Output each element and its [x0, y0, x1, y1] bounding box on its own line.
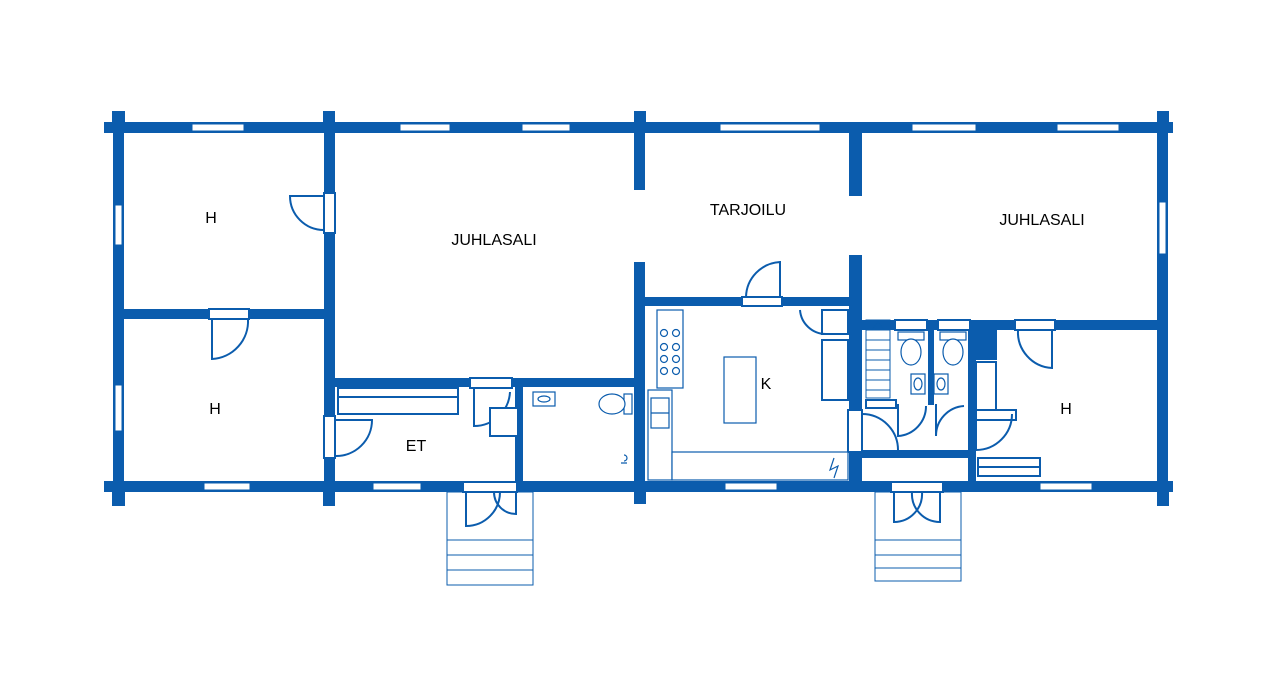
steps-left	[446, 491, 534, 586]
toilet-bowl	[598, 393, 626, 415]
interior-stair	[865, 319, 891, 399]
room-label-h-bottom-left: H	[209, 401, 221, 418]
window	[203, 482, 251, 491]
window	[911, 123, 977, 132]
windows	[114, 123, 1167, 491]
doors	[208, 192, 1056, 528]
electric-panel	[828, 457, 840, 479]
interior-walls	[124, 133, 1157, 481]
room-label-juhlasali-left: JUHLASALI	[451, 232, 536, 249]
window	[114, 384, 123, 432]
window	[372, 482, 422, 491]
window	[1158, 201, 1167, 255]
entrance-steps	[446, 319, 962, 586]
room-label-keittio: K	[761, 376, 772, 393]
window	[114, 204, 123, 246]
wc-fixtures	[532, 331, 967, 464]
room-label-tarjoilu: TARJOILU	[710, 202, 786, 219]
kitchen-fixtures	[647, 309, 849, 481]
room-label-juhlasali-right: JUHLASALI	[999, 212, 1084, 229]
steps-right	[874, 491, 962, 582]
window	[191, 123, 245, 132]
window	[1039, 482, 1093, 491]
window	[399, 123, 451, 132]
exterior-walls	[104, 111, 1173, 506]
room-label-h-right: H	[1060, 401, 1072, 418]
kitchen-island	[723, 356, 757, 424]
room-labels: H H JUHLASALI TARJOILU JUHLASALI K ET H	[205, 202, 1084, 455]
room-label-h-top-left: H	[205, 210, 217, 227]
window	[719, 123, 821, 132]
window	[521, 123, 571, 132]
window	[724, 482, 778, 491]
counter-bottom	[671, 451, 849, 481]
room-label-eteinen: ET	[406, 438, 427, 455]
window	[1056, 123, 1120, 132]
shower-head	[621, 454, 628, 464]
